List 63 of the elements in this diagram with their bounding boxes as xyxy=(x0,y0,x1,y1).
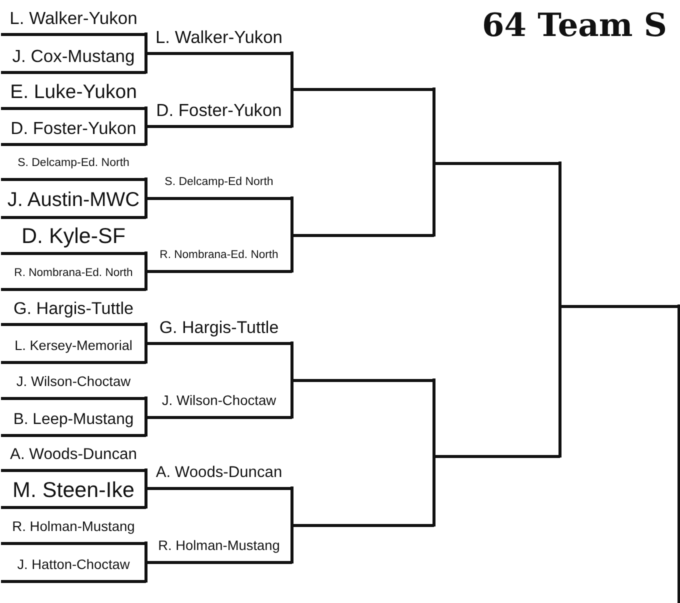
title: 64 Team S xyxy=(482,8,668,44)
bracket-entry: D. Kyle-SF xyxy=(1,224,146,254)
bracket-connector xyxy=(432,162,436,236)
bracket-entry: L. Kersey-Memorial xyxy=(1,338,146,364)
bracket-connector xyxy=(144,32,148,54)
bracket-connector xyxy=(290,196,294,236)
bracket-entry: L. Walker-Yukon xyxy=(146,27,292,54)
bracket-entry: J. Cox-Mustang xyxy=(1,46,146,74)
bracket-connector xyxy=(144,322,148,344)
bracket-connector xyxy=(290,378,294,418)
bracket-connector xyxy=(144,542,148,564)
bracket-entry: E. Luke-Yukon xyxy=(1,80,146,110)
bracket-entry: J. Austin-MWC xyxy=(1,189,146,218)
bracket-entry: B. Leep-Mustang xyxy=(1,410,146,436)
bracket-connector xyxy=(678,304,680,603)
bracket-connector xyxy=(558,304,562,458)
bracket-connector xyxy=(432,88,436,164)
bracket-entry: R. Nombrana-Ed. North xyxy=(1,266,146,290)
bracket-line xyxy=(434,162,560,164)
bracket-entry: S. Delcamp-Ed. North xyxy=(1,156,146,180)
bracket-connector xyxy=(144,342,148,364)
bracket-connector xyxy=(144,106,148,128)
bracket-connector xyxy=(432,378,436,458)
bracket-connector xyxy=(290,342,294,382)
bracket-connector xyxy=(144,270,148,290)
bracket-entry: J. Hatton-Choctaw xyxy=(1,556,146,582)
bracket-entry: R. Holman-Mustang xyxy=(146,538,292,564)
bracket-entry: J. Wilson-Choctaw xyxy=(146,392,292,418)
bracket-connector xyxy=(432,454,436,526)
bracket-entry: A. Woods-Duncan xyxy=(146,464,292,490)
bracket-connector xyxy=(290,52,294,90)
bracket-connector xyxy=(144,396,148,418)
bracket-entry: G. Hargis-Tuttle xyxy=(146,318,292,344)
bracket-connector xyxy=(290,234,294,272)
bracket-connector xyxy=(144,178,148,200)
bracket-entry: R. Nombrana-Ed. North xyxy=(146,248,292,272)
bracket-connector xyxy=(144,196,148,218)
bracket-connector xyxy=(144,52,148,74)
bracket-line xyxy=(560,304,679,308)
bracket-line xyxy=(434,454,560,458)
bracket-entry: M. Steen-Ike xyxy=(1,478,146,508)
bracket-connector xyxy=(290,88,294,128)
bracket-connector xyxy=(144,252,148,272)
bracket-line xyxy=(292,524,434,526)
bracket-entry: R. Holman-Mustang xyxy=(1,518,146,544)
bracket-line xyxy=(292,378,434,382)
bracket-connector xyxy=(144,124,148,146)
bracket-entry: D. Foster-Yukon xyxy=(1,118,146,146)
bracket-line xyxy=(292,88,434,90)
bracket-entry: J. Wilson-Choctaw xyxy=(1,374,146,400)
bracket-connector xyxy=(558,162,562,308)
bracket-connector xyxy=(144,560,148,582)
bracket-connector xyxy=(144,468,148,490)
bracket-entry: G. Hargis-Tuttle xyxy=(1,298,146,326)
bracket-line xyxy=(292,234,434,236)
bracket-entry: L. Walker-Yukon xyxy=(1,8,146,36)
bracket-connector xyxy=(144,416,148,436)
bracket-connector xyxy=(290,524,294,564)
bracket-entry: A. Woods-Duncan xyxy=(1,446,146,472)
bracket-entry: S. Delcamp-Ed North xyxy=(146,176,292,200)
bracket-entry: D. Foster-Yukon xyxy=(146,100,292,128)
bracket-connector xyxy=(144,486,148,508)
bracket-connector xyxy=(290,486,294,526)
